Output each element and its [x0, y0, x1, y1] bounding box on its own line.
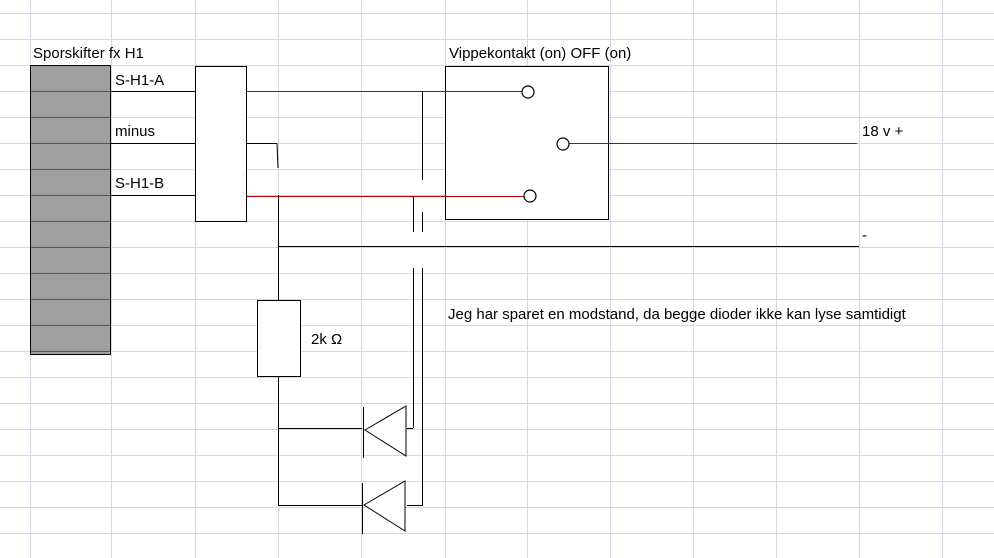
terminal-block: [195, 66, 247, 222]
resistor-value-label: 2k Ω: [311, 331, 342, 348]
pin-minus-label: minus: [115, 123, 155, 140]
contact-b: [523, 189, 537, 203]
device-title: Sporskifter fx H1: [33, 45, 144, 62]
contact-common: [556, 137, 570, 151]
switch-machine-block: [30, 65, 111, 355]
supply-plus-label: 18 v +: [862, 123, 904, 140]
pin-b-label: S-H1-B: [115, 175, 164, 192]
circuit-wires: [247, 91, 859, 506]
pin-wires: [111, 91, 195, 196]
contact-a: [521, 85, 535, 99]
diode-upper: [363, 405, 407, 458]
pin-a-label: S-H1-A: [115, 72, 164, 89]
diode-lower: [362, 480, 406, 534]
supply-minus-label: -: [862, 227, 867, 244]
switch-contacts: [521, 85, 570, 203]
note-text: Jeg har sparet en modstand, da begge dio…: [448, 306, 907, 323]
live-wires: [247, 91, 857, 197]
resistor: [257, 300, 301, 377]
switch-title: Vippekontakt (on) OFF (on): [449, 45, 631, 62]
switch-machine-rows: [31, 91, 110, 352]
